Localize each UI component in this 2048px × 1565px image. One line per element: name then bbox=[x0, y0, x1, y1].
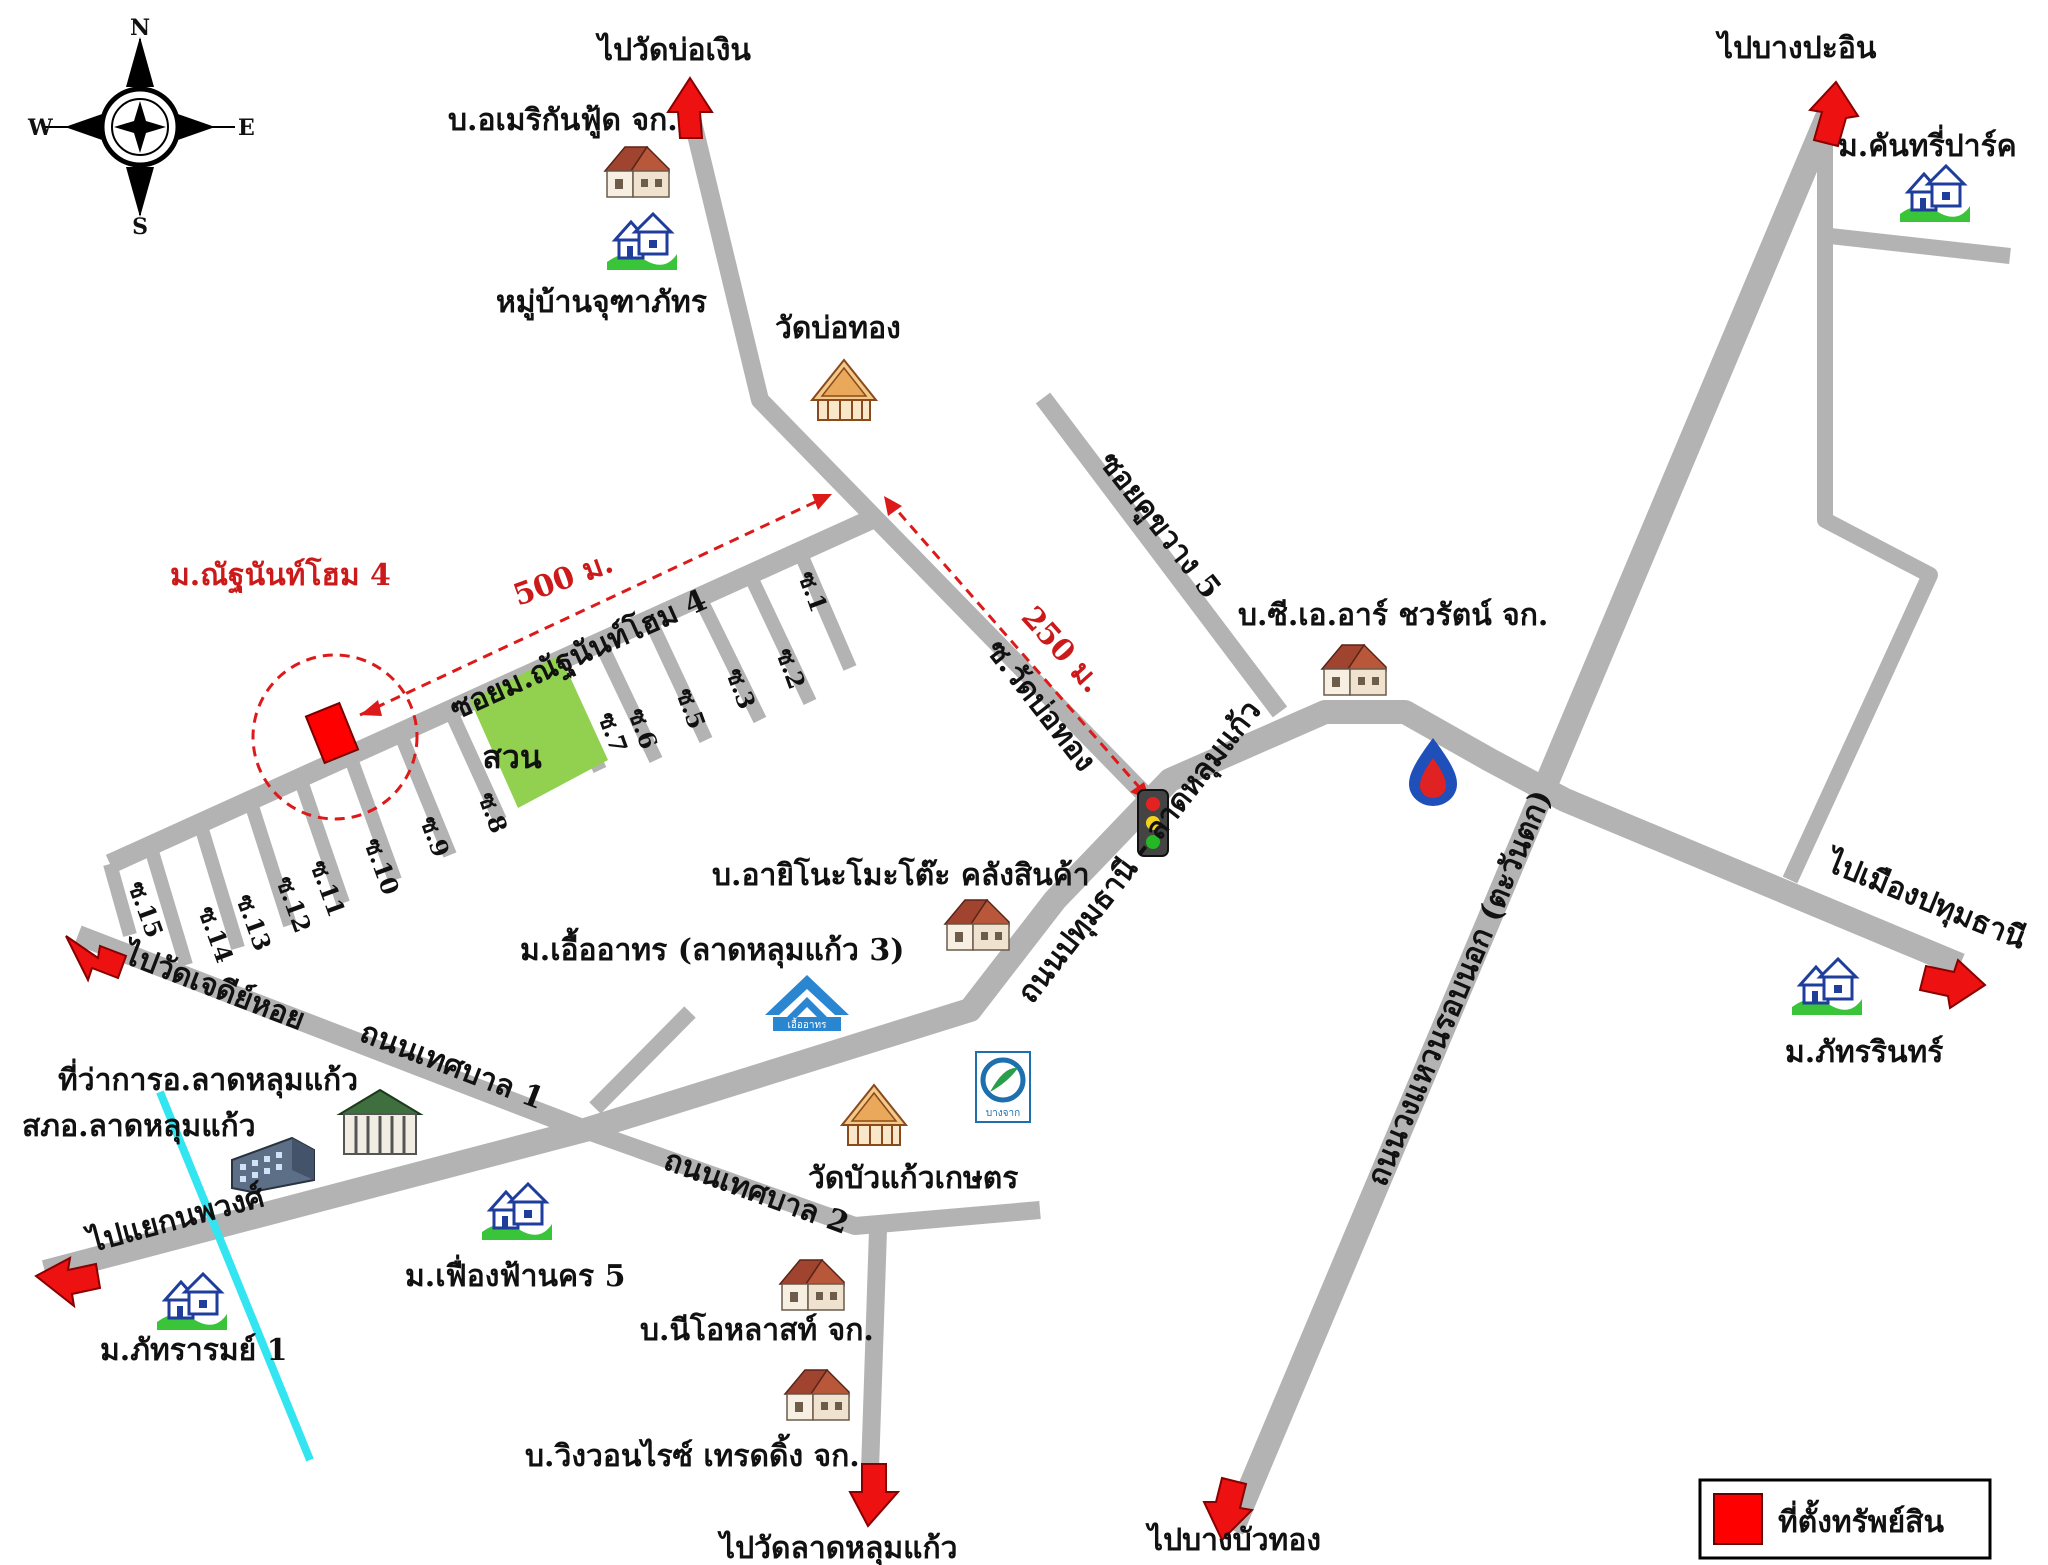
place-district-office: ที่ว่าการอ.ลาดหลุมแก้ว bbox=[58, 1058, 358, 1099]
arrow-down-bang-bua-thong-icon bbox=[1202, 1476, 1255, 1542]
place-fueang-fa: ม.เฟื่องฟ้านคร 5 bbox=[405, 1254, 625, 1294]
road-country-park bbox=[1782, 128, 1938, 884]
distance-arrowheads bbox=[360, 494, 1150, 800]
compass-west-label: W bbox=[27, 115, 53, 141]
road-ring-road bbox=[1220, 105, 1842, 1535]
property-location-marker[interactable] bbox=[304, 701, 360, 765]
arrow-left-yaek-nop-phawong-icon bbox=[34, 1256, 102, 1309]
phattharam-village-icon bbox=[155, 1272, 229, 1332]
bangchak-logo-icon: บางจาก bbox=[975, 1051, 1031, 1123]
road-pathum-lat-lum-kaeo bbox=[41, 700, 1965, 1284]
compass-south-label: S bbox=[132, 214, 148, 240]
distance-lines bbox=[251, 494, 1148, 821]
bangchak-logo-text: บางจาก bbox=[986, 1108, 1020, 1119]
road-label-soi-khu-khwang: ซอยคูขวาง 5 bbox=[1091, 445, 1228, 606]
ayinomoto-house-icon bbox=[944, 899, 1010, 951]
target-circle bbox=[251, 653, 419, 821]
direction-wat-lat-lum-kaeo: ไปวัดลาดหลุมแก้ว bbox=[717, 1530, 957, 1565]
place-phattharin: ม.ภัทรรินทร์ bbox=[1785, 1035, 1943, 1070]
road-label-ring-road: ถนนวงแหวนรอบนอก (ตะวันตก) bbox=[1360, 785, 1559, 1191]
target-name: ม.ณัฐนันท์โฮม 4 bbox=[170, 556, 391, 595]
canal bbox=[156, 1090, 314, 1462]
park-label: สวน bbox=[482, 738, 542, 776]
legend-label: ที่ตั้งทรัพย์สิน bbox=[1778, 1499, 1944, 1540]
ue-athon-logo-text: เอื้ออาทร bbox=[787, 1017, 827, 1031]
arrow-right-mueang-pathum-icon bbox=[1918, 958, 1987, 1010]
road-thesaban-1 bbox=[74, 925, 589, 1140]
ue-athon-logo-icon: เอื้ออาทร bbox=[765, 975, 849, 1031]
road-network bbox=[41, 105, 2011, 1535]
arrow-up-wat-bo-ngoen-icon bbox=[666, 76, 714, 139]
traffic-light-icon bbox=[1137, 789, 1169, 857]
place-cr-chawarat: บ.ซี.เอ.อาร์ ชวรัตน์ จก. bbox=[1238, 598, 1548, 633]
direction-bang-bua-thong: ไปบางบัวทอง bbox=[1145, 1522, 1321, 1558]
road-thesaban-2 bbox=[581, 1121, 1041, 1235]
place-american-food: บ.อเมริกันฟู้ด จก. bbox=[448, 103, 678, 139]
direction-wat-bo-ngoen: ไปวัดบ่อเงิน bbox=[595, 32, 751, 68]
place-neo-lars: บ.นีโอหลาสท์ จก. bbox=[640, 1311, 874, 1348]
place-country-park: ม.คันทรี่ปาร์ค bbox=[1838, 124, 2017, 164]
place-ayinomoto: บ.อายิโนะโมะโต๊ะ คลังสินค้า bbox=[712, 856, 1090, 893]
arrow-left-wat-chedi-hoi-icon bbox=[65, 935, 128, 983]
soi-label-8: ซ.8 bbox=[472, 788, 513, 837]
place-police: สภอ.ลาดหลุมแก้ว bbox=[22, 1109, 256, 1145]
road-to-wat-lat-lum-kaeo bbox=[861, 1229, 887, 1471]
road-spur bbox=[589, 1006, 696, 1114]
ptt-logo-icon bbox=[1409, 738, 1457, 806]
cr-chawarat-house-icon bbox=[1321, 644, 1387, 696]
place-ue-athon: ม.เอื้ออาทร (ลาดหลุมแก้ว 3) bbox=[520, 927, 904, 969]
distance-500-label: 500 ม. bbox=[509, 545, 618, 613]
road-country-park-side bbox=[1829, 228, 2011, 264]
american-food-house-icon bbox=[604, 146, 670, 198]
country-park-village-icon bbox=[1898, 164, 1972, 224]
sub-sois bbox=[103, 549, 857, 968]
place-wat-bua-kaeo: วัดบัวแก้วเกษตร bbox=[808, 1161, 1018, 1196]
distance-line-500 bbox=[359, 494, 829, 717]
distance-line-250 bbox=[886, 499, 1148, 796]
arrow-up-bang-pa-in-icon bbox=[1808, 80, 1860, 148]
place-wat-bo-thong: วัดบ่อทอง bbox=[775, 311, 901, 346]
place-chuthaphat: หมู่บ้านจุฑาภัทร bbox=[496, 285, 707, 321]
soi-label-10: ซ.10 bbox=[358, 834, 405, 898]
place-wingwon: บ.วิงวอนไรซ์ เทรดดิ้ง จก. bbox=[525, 1433, 860, 1474]
wat-bua-kaeo-temple-icon bbox=[841, 1084, 907, 1146]
legend-marker-swatch bbox=[1713, 1493, 1763, 1545]
arrow-down-wat-lat-lum-kaeo-icon bbox=[848, 1463, 901, 1528]
wingwon-house-icon bbox=[784, 1369, 850, 1421]
compass-north-label: N bbox=[130, 15, 150, 41]
compass-east-label: E bbox=[238, 115, 255, 141]
place-phattharam: ม.ภัทรารมย์ 1 bbox=[100, 1333, 288, 1368]
phattharin-village-icon bbox=[1790, 957, 1864, 1017]
police-building-icon bbox=[231, 1136, 315, 1194]
wat-bo-thong-temple-icon bbox=[811, 359, 877, 421]
compass-icon: N S E W bbox=[27, 15, 255, 240]
fueang-fa-village-icon bbox=[480, 1182, 554, 1242]
direction-bang-pa-in: ไปบางปะอิน bbox=[1715, 30, 1877, 66]
park-area bbox=[470, 655, 608, 808]
chuthaphat-village-icon bbox=[605, 212, 679, 272]
government-building-icon bbox=[336, 1088, 424, 1155]
road-wat-bo-thong bbox=[681, 107, 1157, 807]
direction-arrows bbox=[34, 76, 1987, 1542]
legend: ที่ตั้งทรัพย์สิน bbox=[1698, 1478, 1992, 1560]
neo-lars-house-icon bbox=[779, 1259, 845, 1311]
road-soi-khu-khwang bbox=[1035, 392, 1288, 718]
